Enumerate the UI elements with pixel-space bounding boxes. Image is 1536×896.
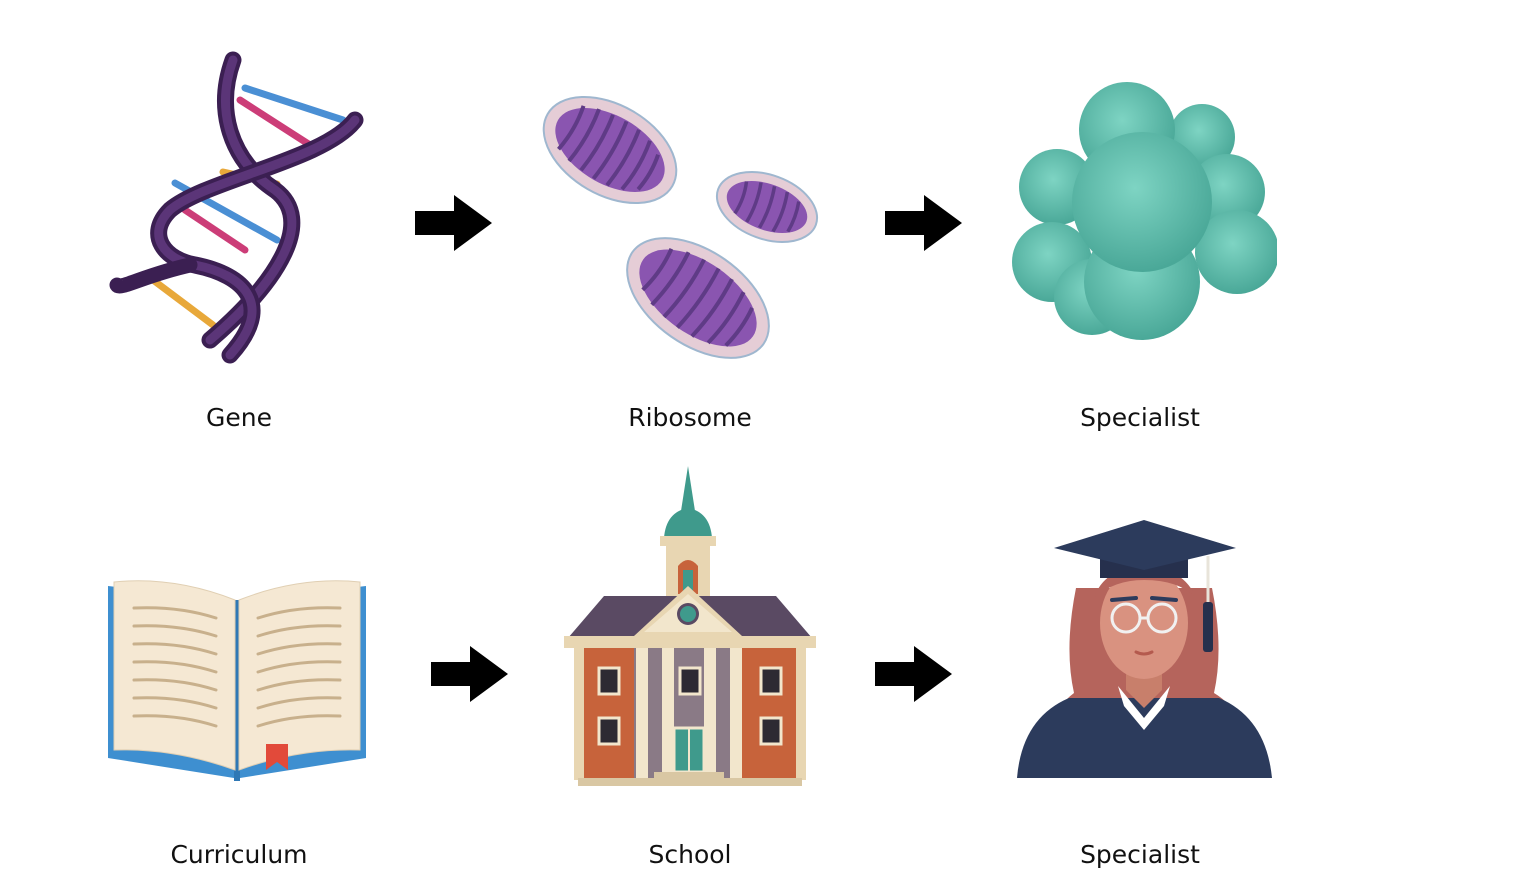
school-building-icon xyxy=(564,466,816,786)
arrow-right-icon xyxy=(875,646,952,702)
organelle-icon xyxy=(542,95,819,359)
step-label: School xyxy=(648,840,732,869)
step-label: Gene xyxy=(206,403,272,432)
step-label: Specialist xyxy=(1080,403,1200,432)
step-label: Curriculum xyxy=(170,840,308,869)
arrow-right-icon xyxy=(885,195,962,251)
dna-icon xyxy=(109,51,364,364)
book-icon xyxy=(108,580,366,781)
arrow-right-icon xyxy=(415,195,492,251)
cell-cluster-icon xyxy=(1012,82,1277,340)
step-label: Ribosome xyxy=(628,403,752,432)
arrow-right-icon xyxy=(431,646,508,702)
step-label: Specialist xyxy=(1080,840,1200,869)
graduate-icon xyxy=(1017,520,1272,778)
